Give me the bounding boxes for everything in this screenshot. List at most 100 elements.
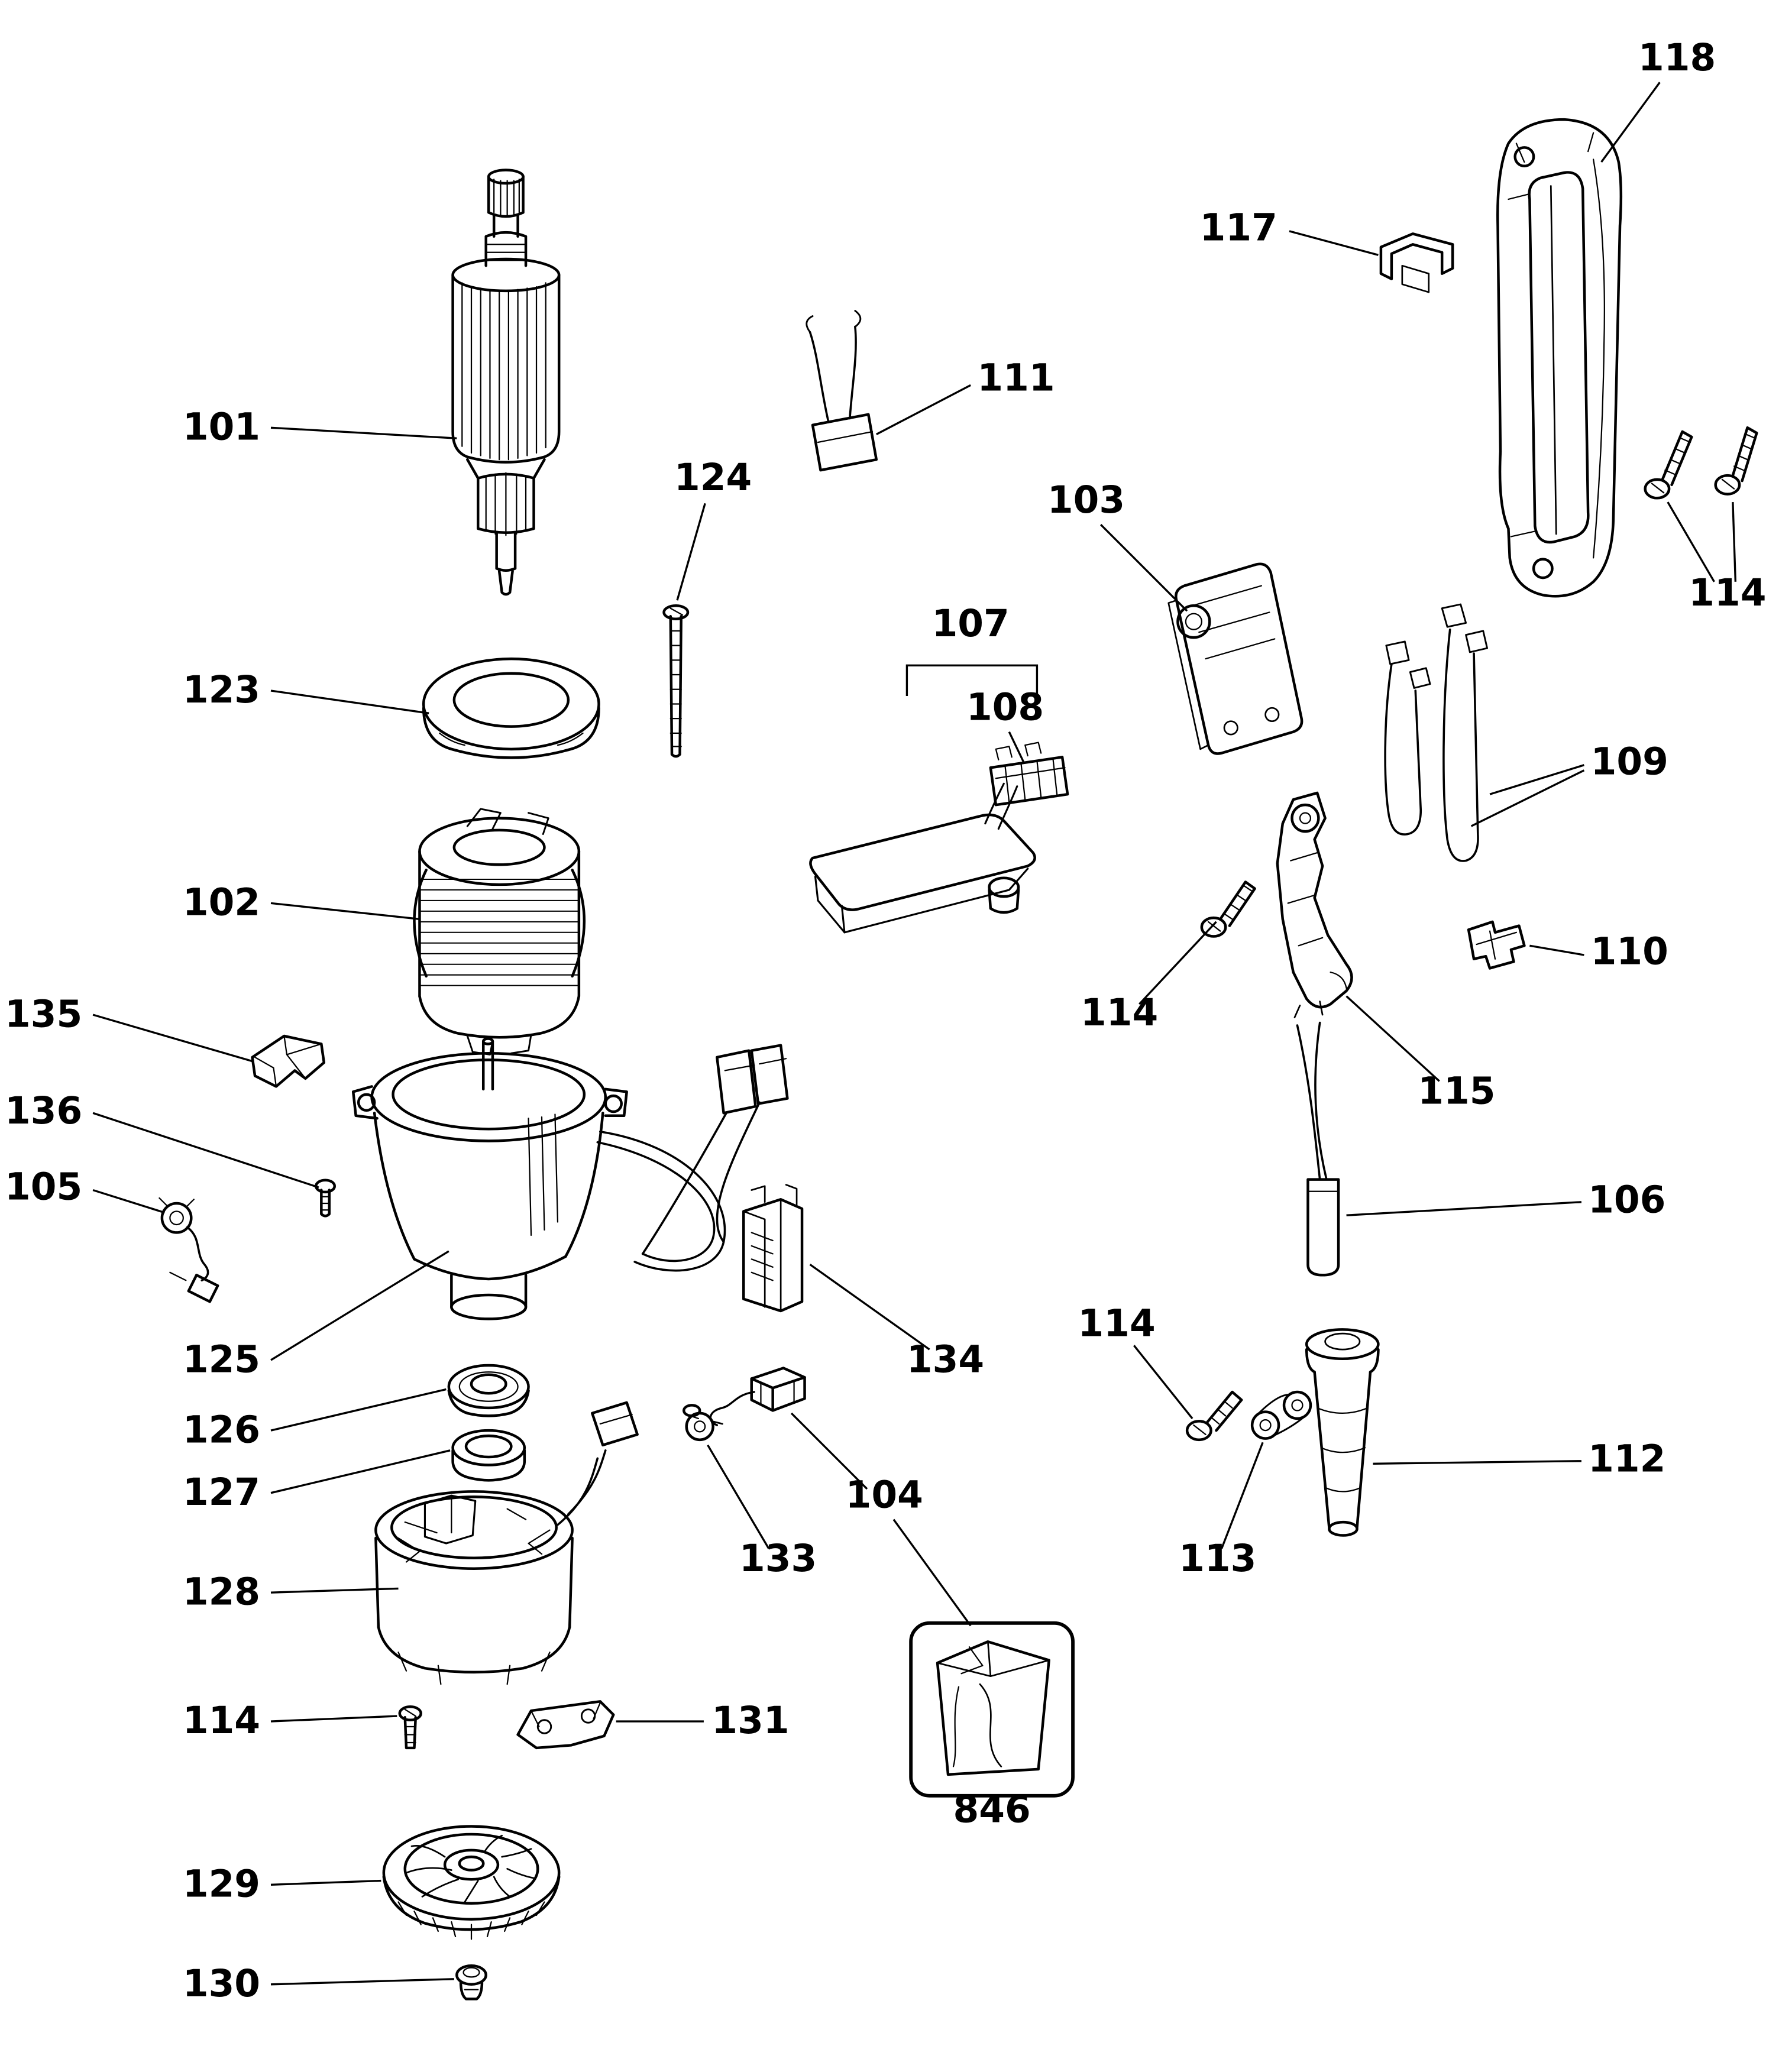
part-label-102: 102 <box>183 881 260 924</box>
leader-line-118 <box>1600 82 1661 163</box>
part-label-114-c: 114 <box>1081 991 1158 1034</box>
cord-protector-drawing <box>1305 1328 1380 1537</box>
leader-line-136 <box>92 1112 319 1189</box>
clip-drawing-117 <box>1379 232 1454 293</box>
sleeve-wires-drawing <box>1293 1001 1340 1277</box>
part-label-103: 103 <box>1047 478 1125 522</box>
cord-clamp-drawing <box>1250 1390 1312 1440</box>
leader-line-107 <box>905 664 1039 696</box>
armature-drawing <box>451 169 561 596</box>
leader-line-127 <box>270 1449 451 1494</box>
leader-line-126 <box>270 1388 447 1432</box>
leader-line-114-b-1 <box>1732 501 1737 582</box>
part-label-108: 108 <box>966 685 1044 729</box>
leader-line-114-d <box>1133 1345 1193 1419</box>
part-label-101: 101 <box>183 405 260 448</box>
leader-line-115 <box>1345 995 1440 1082</box>
ring-drawing <box>451 1429 526 1482</box>
module-drawing <box>809 782 1036 934</box>
part-label-109: 109 <box>1591 740 1668 783</box>
clip-drawing-110 <box>1467 920 1526 970</box>
parts-layer <box>159 118 1758 2000</box>
part-label-129: 129 <box>183 1862 260 1905</box>
brush-assembly-drawing <box>709 1367 806 1426</box>
lead-wires-drawing <box>1384 603 1488 862</box>
part-label-118: 118 <box>1638 36 1716 79</box>
leader-line-109 <box>1489 764 1584 795</box>
screws-drawing-114b <box>1644 426 1758 500</box>
part-label-846: 846 <box>953 1788 1031 1831</box>
leader-line-112 <box>1373 1460 1581 1465</box>
leader-line-114-a <box>270 1715 397 1723</box>
part-label-127: 127 <box>183 1471 260 1514</box>
part-label-106: 106 <box>1588 1179 1665 1222</box>
connector-drawing <box>989 742 1069 807</box>
wire-clip-drawing <box>159 1197 219 1303</box>
leader-line-130 <box>270 1978 454 1986</box>
part-label-117: 117 <box>1200 206 1277 250</box>
lever-drawing <box>1276 791 1353 1009</box>
leader-line-123 <box>270 689 429 714</box>
leader-line-117 <box>1289 230 1379 256</box>
part-label-113: 113 <box>1179 1537 1256 1580</box>
brush-base-drawing <box>374 1401 639 1685</box>
bearing-drawing <box>447 1364 530 1417</box>
part-label-107: 107 <box>932 602 1010 645</box>
leader-line-104 <box>790 1412 868 1490</box>
leader-line-124 <box>676 503 706 601</box>
part-label-123: 123 <box>183 668 260 711</box>
retainer-clip-drawing <box>516 1700 615 1750</box>
part-label-114-a: 114 <box>183 1699 260 1742</box>
screw-drawing-114c <box>1200 880 1256 938</box>
leader-line-104-1 <box>892 1519 972 1627</box>
long-screw-drawing <box>662 604 690 758</box>
brush-holder-drawing <box>742 1184 804 1313</box>
part-label-136: 136 <box>5 1089 82 1132</box>
part-label-125: 125 <box>183 1338 260 1381</box>
clip-drawing-135 <box>251 1034 326 1088</box>
part-label-126: 126 <box>183 1408 260 1451</box>
part-label-110: 110 <box>1591 930 1668 973</box>
leader-line-113 <box>1220 1442 1264 1549</box>
part-label-134: 134 <box>907 1338 984 1381</box>
label-layer: 101 123 102 135 136 105 125 126 127 128 114 131 129 1… <box>5 36 1766 2005</box>
field-stator-drawing <box>413 808 586 1056</box>
handle-drawing <box>1496 118 1623 598</box>
part-label-111: 111 <box>977 356 1055 399</box>
leader-line-114-c <box>1138 921 1217 1005</box>
part-label-131: 131 <box>711 1699 789 1742</box>
part-label-128: 128 <box>183 1570 260 1613</box>
leader-line-103 <box>1100 524 1188 612</box>
terminal-washer-drawing <box>682 1404 723 1442</box>
motor-housing-drawing <box>351 1037 789 1320</box>
part-label-114-b: 114 <box>1689 571 1766 614</box>
part-label-114-d: 114 <box>1078 1302 1156 1345</box>
screw-drawing-114d <box>1185 1390 1243 1442</box>
lubricant-bag-drawing <box>909 1621 1075 1798</box>
fan-drawing <box>382 1825 561 1940</box>
part-label-112: 112 <box>1588 1438 1665 1481</box>
leader-line-111 <box>875 384 971 435</box>
part-label-105: 105 <box>5 1165 82 1208</box>
leader-line-133 <box>707 1444 770 1549</box>
screw-drawing-114a <box>398 1705 422 1750</box>
part-label-104: 104 <box>846 1473 923 1516</box>
part-label-135: 135 <box>5 992 82 1035</box>
leader-line-110 <box>1529 944 1584 956</box>
part-label-124: 124 <box>674 456 752 499</box>
baffle-ring-drawing <box>422 657 600 759</box>
leader-line-108 <box>1008 731 1025 763</box>
leader-line-106 <box>1346 1201 1582 1216</box>
part-label-133: 133 <box>739 1537 817 1580</box>
leader-line-135 <box>92 1014 253 1063</box>
leader-line-105 <box>92 1189 165 1214</box>
leader-line-102 <box>270 902 420 921</box>
part-label-130: 130 <box>183 1962 260 2005</box>
screw-drawing-136 <box>315 1179 337 1218</box>
leader-line-128 <box>270 1587 399 1594</box>
leader-line-134 <box>809 1263 930 1351</box>
part-label-115: 115 <box>1418 1070 1495 1113</box>
capacitor-drawing <box>806 310 878 472</box>
leader-line-109-1 <box>1470 769 1585 827</box>
